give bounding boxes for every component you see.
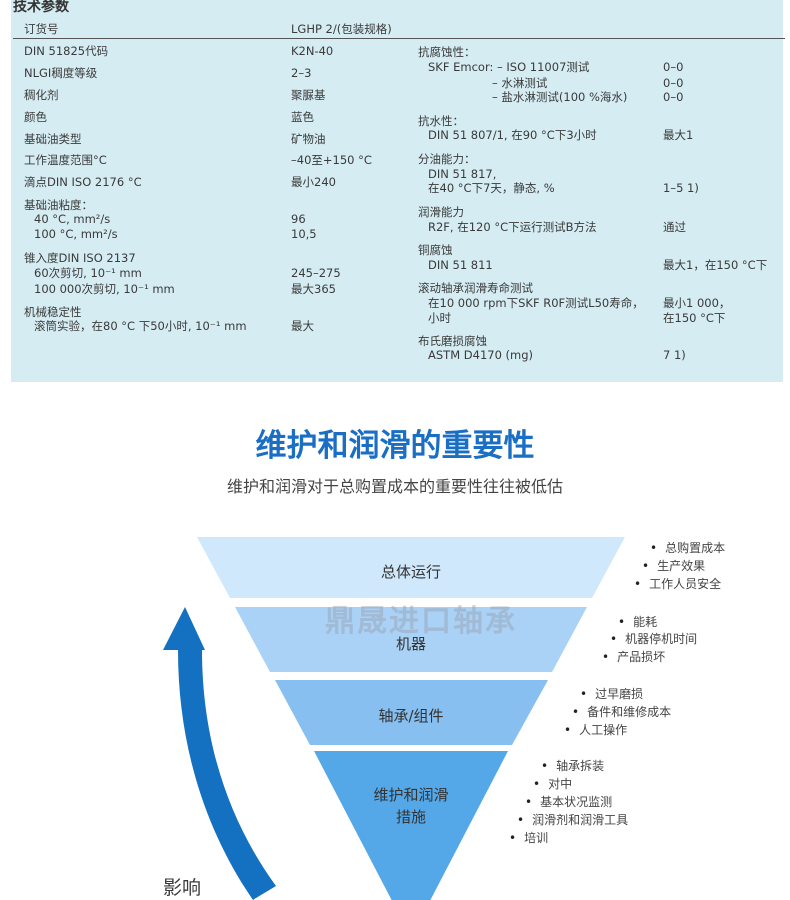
funnel-bullet: 总购置成本 xyxy=(650,539,725,556)
funnel-bullet: 产品损坏 xyxy=(602,648,665,665)
spec-label: 滴点DIN ISO 2176 °C xyxy=(24,175,142,189)
spec-label: NLGI稠度等级 xyxy=(24,66,98,80)
spec-panel xyxy=(11,0,783,382)
header-label: 订货号 xyxy=(24,22,59,36)
spec-label: – 水淋测试 xyxy=(492,76,548,90)
spec-value: 最大1 xyxy=(663,128,694,142)
spec-label: 锥入度DIN ISO 2137 xyxy=(24,251,136,265)
level-label-3: 轴承/组件 xyxy=(378,707,444,725)
spec-label: DIN 51825代码 xyxy=(24,44,109,58)
funnel-bullet: 工作人员安全 xyxy=(634,575,721,592)
spec-label: DIN 51 817, xyxy=(428,167,497,181)
spec-label: 在40 °C下7天，静态, % xyxy=(428,181,555,195)
funnel-bullet: 润滑剂和润滑工具 xyxy=(517,811,628,828)
funnel-bullet: 人工操作 xyxy=(564,721,627,738)
funnel-bullet: 过早磨损 xyxy=(580,685,643,702)
spec-label: 机械稳定性 xyxy=(24,305,82,319)
spec-value: 2–3 xyxy=(291,66,312,80)
section-subtitle: 维护和润滑对于总购置成本的重要性往往被低估 xyxy=(226,477,563,496)
spec-label: 铜腐蚀 xyxy=(418,243,453,257)
funnel-bullet: 生产效果 xyxy=(642,557,705,574)
funnel-bullet: 对中 xyxy=(533,775,572,792)
spec-label: 抗腐蚀性： xyxy=(418,45,476,59)
level-label-2: 机器 xyxy=(395,635,426,653)
spec-value: 最小240 xyxy=(291,175,336,189)
spec-label: SKF Emcor: – ISO 11007测试 xyxy=(428,60,590,74)
funnel-level-2 xyxy=(235,607,587,672)
spec-value: 10,5 xyxy=(291,227,317,241)
header-divider xyxy=(13,38,785,39)
funnel-level-1 xyxy=(197,537,625,598)
spec-label: 40 °C, mm²/s xyxy=(34,212,111,226)
spec-label: 在10 000 rpm下SKF R0F测试L50寿命， xyxy=(428,296,644,310)
spec-label: DIN 51 811 xyxy=(428,258,493,272)
spec-value: 96 xyxy=(291,212,306,226)
spec-label: 抗水性： xyxy=(418,114,464,128)
spec-label: ASTM D4170 (mg) xyxy=(428,348,534,362)
spec-label: 基础油粘度： xyxy=(24,198,93,212)
funnel-bullet: 基本状况监测 xyxy=(525,793,612,810)
spec-value: 245–275 xyxy=(291,266,341,280)
spec-value: K2N-40 xyxy=(291,44,334,58)
funnel-bullet: 培训 xyxy=(509,829,548,846)
spec-value: 聚脲基 xyxy=(291,88,326,102)
level-label-1: 总体运行 xyxy=(380,563,441,581)
spec-label: 稠化剂 xyxy=(24,88,59,102)
spec-value: 在150 °C下 xyxy=(663,311,726,325)
spec-value: 7 1) xyxy=(663,348,686,362)
spec-label: 分油能力： xyxy=(418,152,476,166)
spec-value: 0–0 xyxy=(663,76,684,90)
funnel-level-3 xyxy=(275,680,548,745)
spec-label: 滚动轴承润滑寿命测试 xyxy=(418,281,533,295)
funnel-bullet: 能耗 xyxy=(618,613,657,630)
header-value: LGHP 2/(包装规格) xyxy=(291,22,392,36)
level-label-4: 维护和润滑措施 xyxy=(311,784,511,828)
spec-label: 布氏磨损腐蚀 xyxy=(418,334,487,348)
spec-label: DIN 51 807/1, 在90 °C下3小时 xyxy=(428,128,597,142)
spec-label: 润滑能力 xyxy=(418,205,464,219)
spec-value: –40至+150 °C xyxy=(291,153,372,167)
funnel-bullet: 机器停机时间 xyxy=(610,630,697,647)
spec-label: 滚筒实验，在80 °C 下50小时, 10⁻¹ mm xyxy=(34,319,247,333)
spec-label: 小时 xyxy=(428,311,451,325)
funnel-bullet: 轴承拆装 xyxy=(541,757,604,774)
spec-label: 工作温度范围°C xyxy=(24,153,107,167)
spec-label: 颜色 xyxy=(24,110,47,124)
level-label-4-line1: 维护和润滑 xyxy=(373,786,449,804)
spec-label: 100 °C, mm²/s xyxy=(34,227,118,241)
spec-value: 蓝色 xyxy=(291,110,314,124)
funnel-bullet: 备件和维修成本 xyxy=(572,703,671,720)
funnel-level-4 xyxy=(314,751,508,900)
spec-value: 最大1，在150 °C下 xyxy=(663,258,768,272)
spec-label: 60次剪切, 10⁻¹ mm xyxy=(34,266,142,280)
spec-value: 矿物油 xyxy=(291,132,326,146)
level-label-4-line2: 措施 xyxy=(395,808,426,826)
spec-value: 最大365 xyxy=(291,282,336,296)
spec-label: R2F, 在120 °C下运行测试B方法 xyxy=(428,220,597,234)
spec-value: 最小1 000， xyxy=(663,296,731,310)
spec-value: 0–0 xyxy=(663,60,684,74)
spec-label: 100 000次剪切, 10⁻¹ mm xyxy=(34,282,175,296)
section-title: 维护和润滑的重要性 xyxy=(255,428,535,464)
spec-value: 最大 xyxy=(291,319,314,333)
spec-value: 0–0 xyxy=(663,90,684,104)
spec-label: – 盐水淋测试(100 %海水) xyxy=(492,90,628,104)
impact-label: 影响 xyxy=(163,877,202,899)
spec-label: 基础油类型 xyxy=(24,132,82,146)
spec-value: 1–5 1) xyxy=(663,181,699,195)
watermark: 鼎晟进口轴承 xyxy=(325,604,517,639)
spec-value: 通过 xyxy=(663,220,686,234)
spec-title: 技术参数 xyxy=(13,0,69,15)
